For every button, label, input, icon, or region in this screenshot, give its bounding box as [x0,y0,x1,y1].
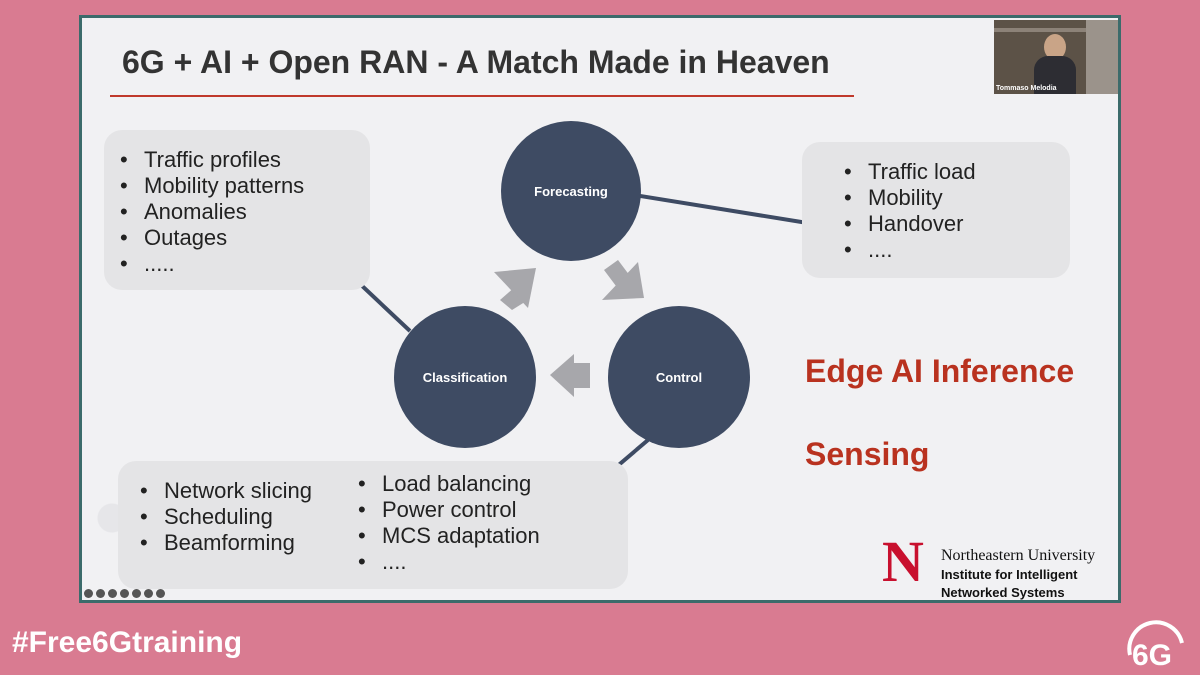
institute-line-1: Institute for Intelligent [941,567,1078,582]
line-forecasting-to-top-right [621,191,821,227]
list-item: .... [842,237,976,263]
previous-slide-icon[interactable] [84,589,93,598]
classification-circle: Classification [394,306,536,448]
list-item: Load balancing [356,471,540,497]
presentation-slide: 6G + AI + Open RAN - A Match Made in Hea… [79,15,1121,603]
more-icon[interactable] [144,589,153,598]
edge-ai-inference-label: Edge AI Inference [805,353,1075,389]
cycle-arrow-classification-to-forecasting [494,268,536,310]
list-item: Mobility patterns [118,173,304,199]
pen-icon[interactable] [96,589,105,598]
list-item: Power control [356,497,540,523]
list-item: Outages [118,225,304,251]
sensing-label: Sensing [805,436,930,472]
list-item: Traffic profiles [118,147,304,173]
top-right-box: Traffic load Mobility Handover .... [802,142,1070,278]
list-item: Network slicing [138,478,312,504]
slide-toolbar [84,589,165,598]
northeastern-logo: N Northeastern University Institute for … [882,529,1112,601]
list-item: Anomalies [118,199,304,225]
top-left-box: Traffic profiles Mobility patterns Anoma… [104,130,370,290]
list-item: MCS adaptation [356,523,540,549]
cycle-arrow-forecasting-to-control [602,260,644,300]
list-item: Beamforming [138,530,312,556]
speaker-webcam: Tommaso Melodia [994,20,1118,94]
institute-line-2: Networked Systems [941,585,1065,600]
list-item: Handover [842,211,976,237]
cycle-arrow-control-to-classification [550,354,590,397]
6g-logo-icon: 6G [1127,620,1184,669]
forecasting-circle: Forecasting [501,121,641,261]
northeastern-n-icon: N [882,529,924,594]
next-slide-icon[interactable] [156,589,165,598]
slides-icon[interactable] [120,589,129,598]
control-circle: Control [608,306,750,448]
camera-icon[interactable] [132,589,141,598]
6g-logo-text: 6G [1132,639,1172,669]
list-item: .... [356,549,540,575]
speaker-name: Tommaso Melodia [996,85,1057,92]
list-item: ..... [118,251,304,277]
title-underline [110,95,854,97]
list-item: Mobility [842,185,976,211]
list-item: Traffic load [842,159,976,185]
zoom-icon[interactable] [108,589,117,598]
university-name: Northeastern University [941,547,1096,564]
list-item: Scheduling [138,504,312,530]
bottom-box: Network slicing Scheduling Beamforming L… [118,461,628,589]
hashtag-label: #Free6Gtraining [12,626,243,659]
slide-title: 6G + AI + Open RAN - A Match Made in Hea… [122,44,830,80]
